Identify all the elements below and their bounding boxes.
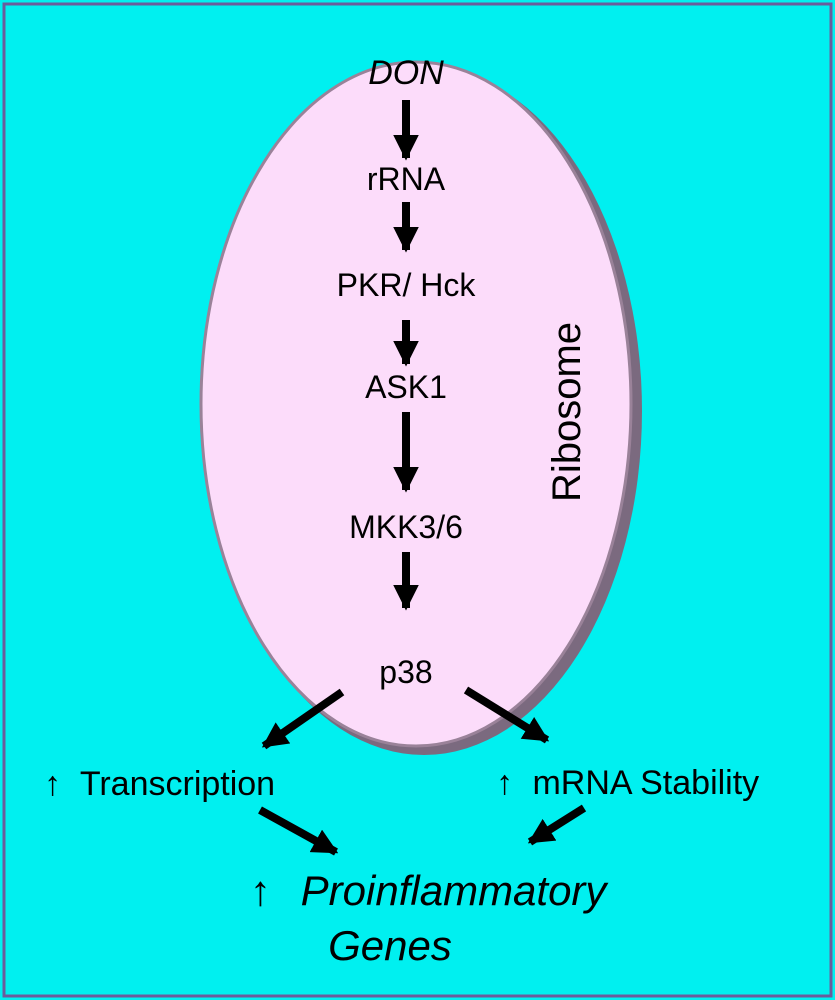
node-don: DON xyxy=(368,54,444,92)
arrow-mrna-to-genes xyxy=(527,804,587,846)
transcription-text: Transcription xyxy=(80,765,275,803)
node-mkk3-6: MKK3/6 xyxy=(349,509,463,545)
node-p38: p38 xyxy=(379,654,432,690)
arrow-transcription-to-genes xyxy=(258,806,339,856)
up-arrow-icon: ↑ xyxy=(250,867,271,914)
ribosome-label: Ribosome xyxy=(545,322,589,502)
ribosome-ellipse xyxy=(199,60,633,748)
node-ask1: ASK1 xyxy=(365,369,447,405)
up-arrow-icon: ↑ xyxy=(496,764,513,802)
label-genes: Genes xyxy=(328,922,452,969)
node-rrna: rRNA xyxy=(367,161,446,197)
label-transcription: ↑ Transcription xyxy=(44,765,275,803)
node-pkr-hck: PKR/ Hck xyxy=(337,267,477,303)
mrna-stability-text: mRNA Stability xyxy=(532,764,759,802)
up-arrow-icon: ↑ xyxy=(44,765,61,803)
proinflammatory-text: Proinflammatory xyxy=(301,867,610,914)
arrow-p38-to-mrna-stability xyxy=(463,686,550,744)
arrow-p38-to-transcription xyxy=(261,688,345,750)
label-mrna-stability: ↑ mRNA Stability xyxy=(496,764,759,802)
label-proinflammatory: ↑ Proinflammatory xyxy=(250,867,609,914)
